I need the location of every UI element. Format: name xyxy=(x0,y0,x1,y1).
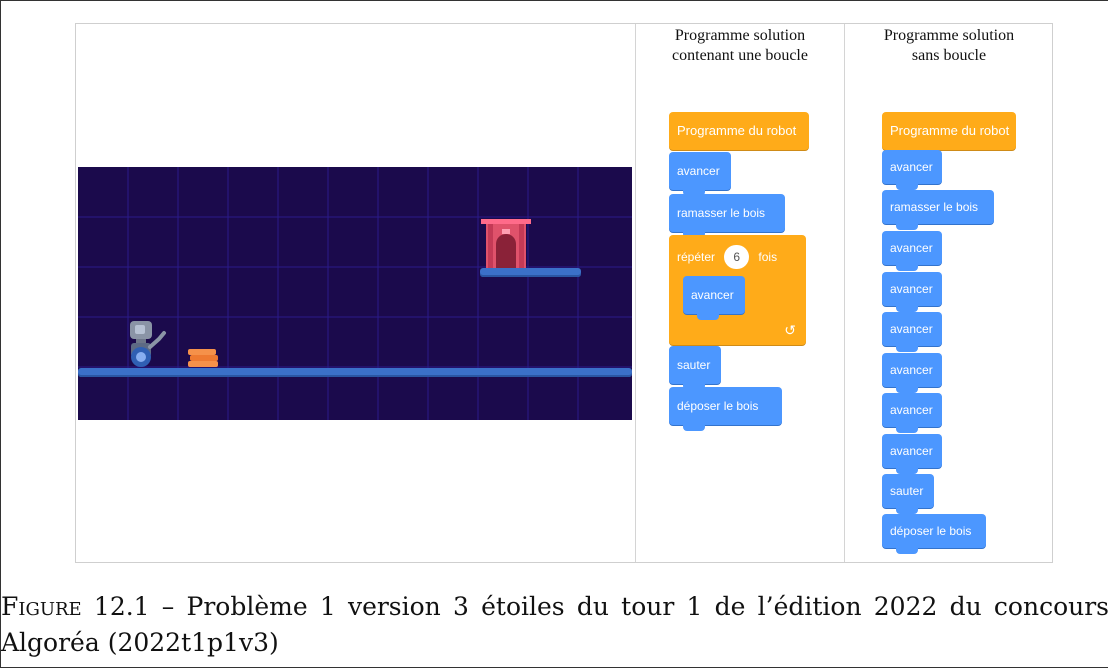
ground-platform xyxy=(78,368,632,377)
code-block-advance: avancer xyxy=(669,152,731,196)
code-block-jump: sauter xyxy=(669,346,721,390)
code-block-pick-wood: ramasser le bois xyxy=(882,190,994,230)
program-start-block: Programme du robot xyxy=(669,96,809,150)
column-divider xyxy=(635,24,636,562)
figure-panel: Programme solution contenant une boucle … xyxy=(75,23,1053,563)
game-scene xyxy=(78,167,632,420)
code-block-jump: sauter xyxy=(882,474,934,514)
code-block-advance: avancer xyxy=(882,272,942,312)
door-icon xyxy=(481,219,531,268)
code-block-advance-loop: avancer xyxy=(683,276,745,320)
program-start-block: Programme du robot xyxy=(882,96,1016,150)
code-block-advance: avancer xyxy=(882,353,942,393)
loop-solution-title: Programme solution contenant une boucle xyxy=(672,27,808,64)
caption-label: Figure 12.1 xyxy=(1,592,150,621)
code-block-advance: avancer xyxy=(882,312,942,352)
code-block-advance: avancer xyxy=(882,434,942,474)
repeat-count: 6 xyxy=(724,245,750,269)
grid-lines xyxy=(78,167,632,420)
code-block-advance: avancer xyxy=(882,231,942,271)
upper-platform xyxy=(480,268,581,277)
robot-icon xyxy=(130,321,166,367)
flat-solution-title: Programme solution sans boucle xyxy=(883,27,1015,64)
wood-pile-icon xyxy=(188,349,218,367)
code-block-drop-wood: déposer le bois xyxy=(669,387,782,431)
code-block-advance: avancer xyxy=(882,393,942,433)
code-block-pick-wood: ramasser le bois xyxy=(669,194,785,238)
loop-arrow-icon: ↺ xyxy=(784,322,796,338)
caption-text: – Problème 1 version 3 étoiles du tour 1… xyxy=(1,592,1108,657)
code-block-advance: avancer xyxy=(882,150,942,190)
figure-caption: Figure 12.1 – Problème 1 version 3 étoil… xyxy=(1,589,1108,661)
column-divider xyxy=(844,24,845,562)
code-block-drop-wood: déposer le bois xyxy=(882,514,986,554)
